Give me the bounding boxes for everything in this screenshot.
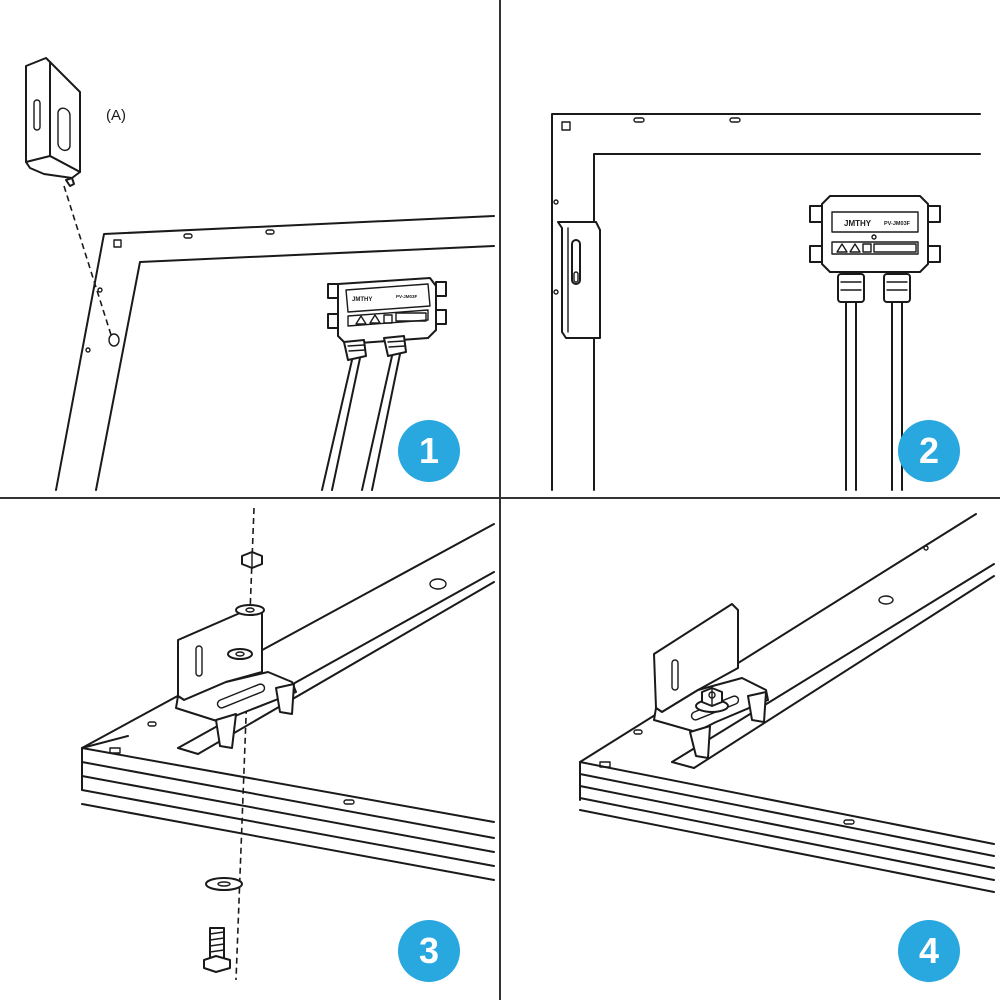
vertical-divider [499, 0, 501, 1000]
nut-icon [701, 687, 723, 707]
step-1-panel: (A) JMTHY [0, 0, 500, 500]
junction-box-icon: JMTHY PV-JM03F [321, 277, 447, 491]
step-3-badge: 3 [398, 920, 460, 982]
step-3-illustration [81, 507, 495, 981]
washer-icon [227, 648, 253, 660]
nut-icon [241, 551, 263, 569]
z-bracket-icon [175, 605, 297, 749]
bolt-icon [203, 927, 231, 973]
solar-panel-frame [55, 215, 495, 491]
step-4-badge: 4 [898, 920, 960, 982]
solar-panel-frame [551, 113, 981, 491]
washer-icon [235, 604, 265, 616]
bracket-callout-label: (A) [106, 107, 126, 124]
z-bracket-icon [25, 57, 81, 187]
junction-box-model: PV-JM03F [884, 221, 911, 227]
solar-panel-frame [579, 513, 995, 893]
solar-panel-frame [81, 523, 495, 881]
junction-box-brand: JMTHY [844, 219, 872, 228]
washer-icon [205, 877, 243, 891]
alignment-guide-line [63, 185, 113, 339]
step-4-illustration [579, 513, 995, 893]
step-2-panel: JMTHY PV-JM03F [500, 0, 1000, 500]
step-1-badge: 1 [398, 420, 460, 482]
junction-box-brand: JMTHY [352, 297, 372, 303]
step-3-panel: 3 [0, 500, 500, 1000]
step-1-illustration: (A) JMTHY [25, 57, 495, 491]
step-4-panel: 4 [500, 500, 1000, 1000]
z-bracket-icon [653, 603, 769, 759]
junction-box-model: PV-JM03F [396, 294, 418, 299]
step-2-badge: 2 [898, 420, 960, 482]
junction-box-icon: JMTHY PV-JM03F [809, 195, 941, 491]
horizontal-divider [0, 497, 1000, 499]
step-2-illustration: JMTHY PV-JM03F [551, 113, 981, 491]
z-bracket-icon [557, 221, 601, 339]
bolt-axis-line [235, 507, 255, 981]
